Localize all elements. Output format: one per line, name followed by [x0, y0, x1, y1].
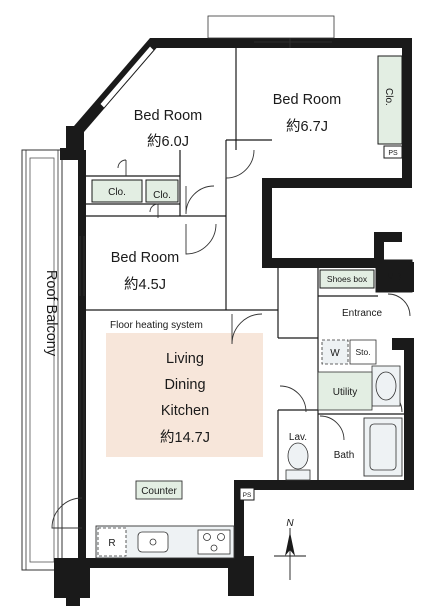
ps-top-label: PS — [388, 150, 398, 157]
ps-bottom-label: PS — [243, 492, 252, 499]
floor-heating-label: Floor heating system — [110, 320, 203, 331]
washer-pan — [321, 339, 349, 365]
bed-room-2-size: 約6.7J — [286, 118, 328, 135]
toilet — [285, 442, 311, 481]
walls — [54, 38, 414, 606]
bed-room-1-size: 約6.0J — [147, 133, 189, 150]
bed-room-3-size: 約4.5J — [124, 276, 166, 293]
kitchen-counter — [95, 525, 235, 559]
bed-room-2-name: Bed Room — [273, 92, 342, 108]
closet-left-b — [145, 179, 179, 203]
living-line3: Kitchen — [161, 403, 209, 419]
closet-left-b-label: Clo. — [153, 190, 171, 201]
living-line1: Living — [166, 351, 204, 367]
utility-label: Utility — [333, 387, 357, 398]
ps-box-top — [383, 145, 403, 159]
floor-heating-area — [106, 333, 263, 457]
north-label: N — [286, 518, 294, 529]
diagonal-window — [99, 45, 155, 109]
mb-label: MB — [387, 272, 402, 283]
counter-label: Counter — [141, 486, 177, 497]
left-windows — [79, 236, 85, 480]
wash-basin — [371, 365, 401, 407]
storage-label: Sto. — [355, 347, 370, 357]
north-compass — [274, 528, 306, 580]
entrance-label: Entrance — [342, 308, 382, 319]
shoes-box — [319, 269, 375, 289]
living-size: 約14.7J — [160, 429, 210, 446]
ps-box-bottom — [239, 487, 255, 501]
closet-left-a — [91, 179, 143, 203]
roof-balcony: Roof Balcony — [21, 149, 63, 571]
bathtub — [363, 417, 403, 477]
top-balcony-rail — [207, 15, 335, 48]
doors — [51, 149, 411, 529]
counter-box — [135, 480, 183, 500]
lavatory-label: Lav. — [289, 432, 307, 443]
bed-room-3-name: Bed Room — [111, 250, 180, 266]
refrigerator-label: R — [108, 538, 115, 549]
bath-label: Bath — [334, 450, 355, 461]
utility-box — [317, 371, 373, 411]
closet-right — [377, 55, 403, 145]
living-line2: Dining — [164, 377, 205, 393]
roof-balcony-label: Roof Balcony — [43, 270, 59, 357]
closet-right-label: Clo. — [383, 88, 394, 106]
shoes-box-label: Shoes box — [327, 274, 368, 284]
closet-left-a-label: Clo. — [108, 187, 126, 198]
storage-box — [349, 339, 377, 365]
bed-room-1-name: Bed Room — [134, 108, 203, 124]
washer-label: W — [330, 348, 340, 359]
